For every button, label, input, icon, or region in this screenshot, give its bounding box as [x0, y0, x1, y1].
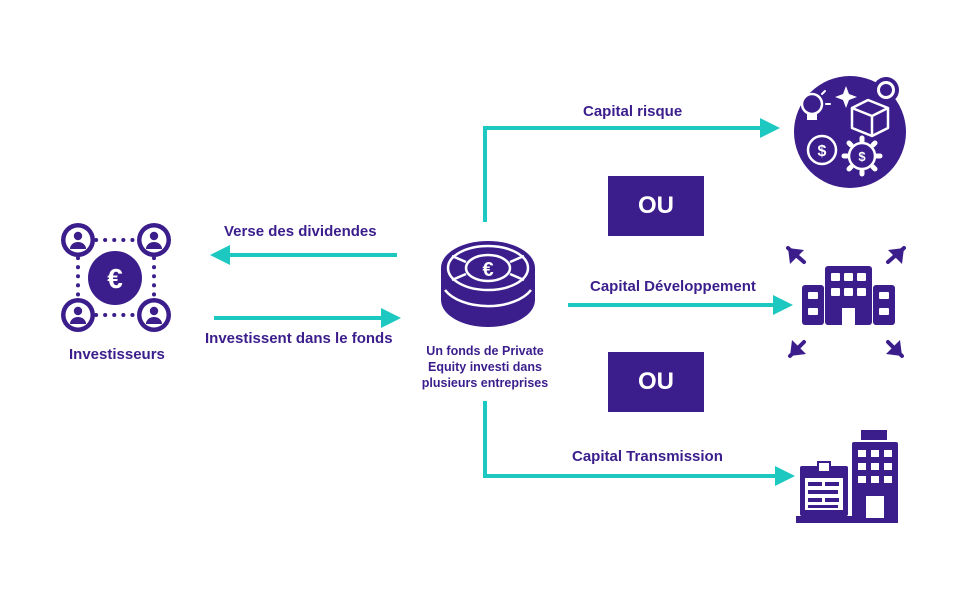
- fund-caption-line-1: Un fonds de Private: [426, 344, 544, 358]
- svg-text:$: $: [858, 149, 866, 164]
- fund-caption-line-3: plusieurs entreprises: [421, 376, 549, 390]
- svg-text:$: $: [818, 143, 827, 160]
- development-capital-label: Capital Développement: [590, 278, 756, 295]
- risk-capital-label: Capital risque: [583, 103, 683, 120]
- fund-coin-icon: €: [441, 241, 535, 327]
- arrow-risk-capital: [483, 118, 780, 222]
- invest-label: Investissent dans le fonds: [205, 330, 393, 347]
- fund-caption-line-2: Equity investi dans: [428, 360, 542, 374]
- investors-label: Investisseurs: [69, 346, 165, 363]
- startup-innovation-icon: $ $: [793, 76, 906, 188]
- svg-text:€: €: [482, 259, 493, 281]
- svg-text:€: €: [107, 263, 123, 294]
- business-buildings-icon: [796, 430, 898, 523]
- dividends-label: Verse des dividendes: [224, 223, 377, 240]
- transmission-capital-label: Capital Transmission: [572, 448, 723, 465]
- fund-caption: Un fonds de Private Equity investi dans …: [400, 343, 570, 391]
- or-badge-1: OU: [608, 176, 704, 236]
- building-expansion-icon: [786, 246, 906, 358]
- investors-icon: €: [61, 223, 171, 332]
- arrow-transmission-capital: [483, 401, 795, 486]
- or-badge-2: OU: [608, 352, 704, 412]
